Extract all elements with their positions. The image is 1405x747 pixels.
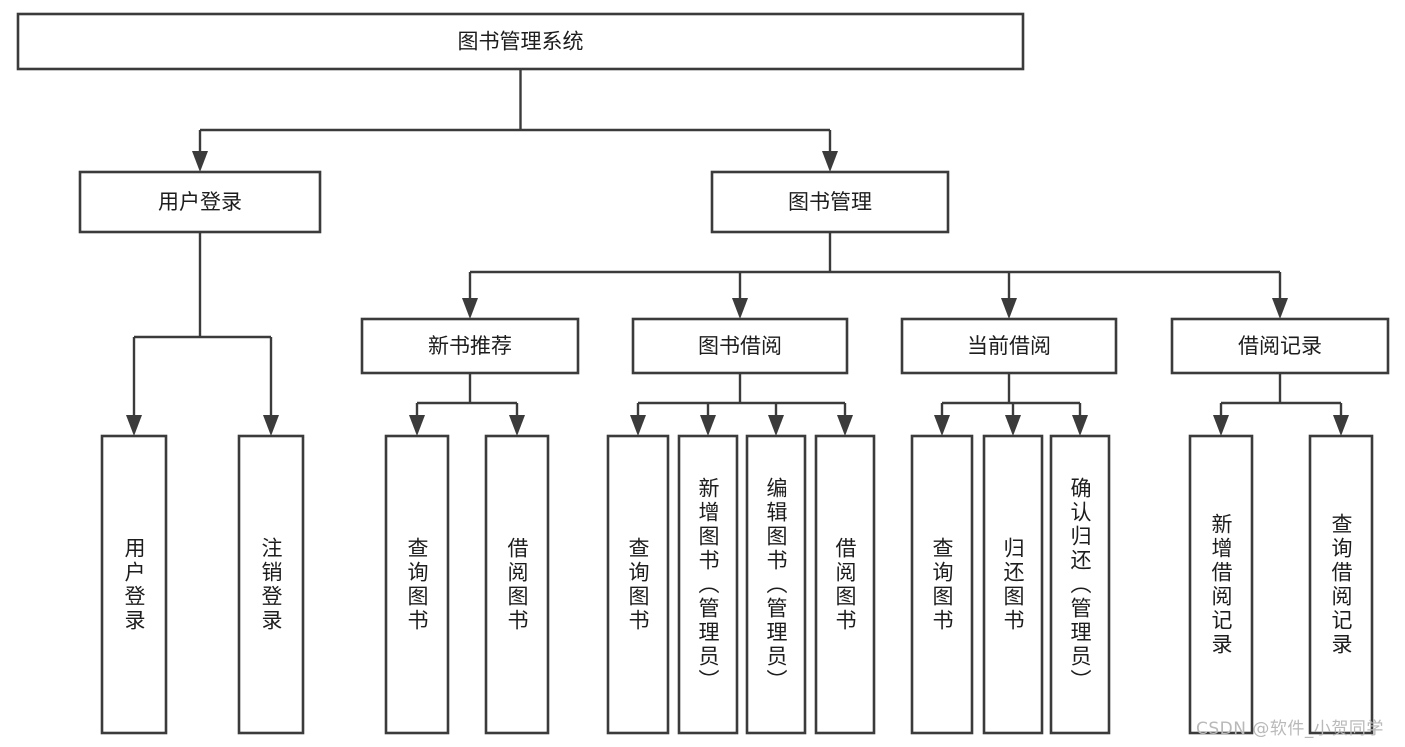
- node-level3-2-rect[interactable]: [900, 317, 1118, 375]
- conn-borrow-arrow-2: [768, 415, 784, 436]
- node-leaf-4-rect[interactable]: [606, 434, 670, 735]
- conn-current-arrow-0: [934, 415, 950, 436]
- conn-borrow-arrow-1: [700, 415, 716, 436]
- conn-borrow-arrow-0: [630, 415, 646, 436]
- node-leaf-9-rect[interactable]: [982, 434, 1044, 735]
- node-level3-2-label: 当前借阅: [967, 334, 1051, 358]
- node-level3-3[interactable]: 借阅记录: [1170, 317, 1390, 375]
- conn-bookmgmt-arrow-3: [1272, 298, 1288, 319]
- node-leaf-7[interactable]: [814, 434, 876, 735]
- conn-record-arrow-0: [1213, 415, 1229, 436]
- watermark: CSDN @软件_小贺同学: [1196, 719, 1384, 739]
- node-leaf-9[interactable]: [982, 434, 1044, 735]
- node-leaf-8[interactable]: [910, 434, 974, 735]
- node-leaf-0-rect[interactable]: [100, 434, 168, 735]
- node-root[interactable]: 图书管理系统: [16, 12, 1025, 71]
- node-level2-1[interactable]: 图书管理: [710, 170, 950, 234]
- conn-bookmgmt-arrow-2: [1001, 298, 1017, 319]
- node-level3-2[interactable]: 当前借阅: [900, 317, 1118, 375]
- node-leaf-3[interactable]: [484, 434, 550, 735]
- conn-root-arrow-0: [192, 151, 208, 172]
- node-leaf-1[interactable]: [237, 434, 305, 735]
- node-root-label: 图书管理系统: [458, 30, 584, 54]
- conn-newbook-arrow-0: [409, 415, 425, 436]
- node-level3-1[interactable]: 图书借阅: [631, 317, 849, 375]
- node-level2-0[interactable]: 用户登录: [78, 170, 322, 234]
- connector-layer: [126, 69, 1349, 436]
- conn-record-arrow-1: [1333, 415, 1349, 436]
- node-root-rect[interactable]: [16, 12, 1025, 71]
- node-leaf-6-rect[interactable]: [745, 434, 807, 735]
- node-level3-3-label: 借阅记录: [1238, 334, 1322, 358]
- conn-current-arrow-1: [1005, 415, 1021, 436]
- node-level3-3-rect[interactable]: [1170, 317, 1390, 375]
- node-level3-1-label: 图书借阅: [698, 334, 782, 358]
- conn-current-arrow-2: [1072, 415, 1088, 436]
- node-level3-0[interactable]: 新书推荐: [360, 317, 580, 375]
- node-leaf-1-rect[interactable]: [237, 434, 305, 735]
- conn-root-arrow-1: [822, 151, 838, 172]
- node-leaf-7-rect[interactable]: [814, 434, 876, 735]
- node-leaf-4[interactable]: [606, 434, 670, 735]
- node-level3-0-label: 新书推荐: [428, 334, 512, 358]
- conn-bookmgmt-arrow-1: [732, 298, 748, 319]
- node-level3-0-rect[interactable]: [360, 317, 580, 375]
- conn-newbook-arrow-1: [509, 415, 525, 436]
- node-leaf-11-rect[interactable]: [1188, 434, 1254, 735]
- conn-borrow-arrow-3: [837, 415, 853, 436]
- node-leaf-10[interactable]: [1049, 434, 1111, 735]
- node-leaf-12-rect[interactable]: [1308, 434, 1374, 735]
- node-leaf-2[interactable]: [384, 434, 450, 735]
- node-leaf-11[interactable]: [1188, 434, 1254, 735]
- node-level2-1-rect[interactable]: [710, 170, 950, 234]
- node-leaf-2-rect[interactable]: [384, 434, 450, 735]
- node-leaf-6[interactable]: [745, 434, 807, 735]
- node-leaf-0[interactable]: [100, 434, 168, 735]
- conn-login-arrow-1: [263, 415, 279, 436]
- node-leaf-10-rect[interactable]: [1049, 434, 1111, 735]
- node-leaf-5-rect[interactable]: [677, 434, 739, 735]
- conn-bookmgmt-arrow-0: [462, 298, 478, 319]
- node-leaf-3-rect[interactable]: [484, 434, 550, 735]
- node-level3-1-rect[interactable]: [631, 317, 849, 375]
- conn-login-arrow-0: [126, 415, 142, 436]
- node-level2-1-label: 图书管理: [788, 190, 872, 214]
- node-level2-0-label: 用户登录: [158, 190, 242, 214]
- node-leaf-5[interactable]: [677, 434, 739, 735]
- node-leaf-12[interactable]: [1308, 434, 1374, 735]
- node-leaf-8-rect[interactable]: [910, 434, 974, 735]
- node-level2-0-rect[interactable]: [78, 170, 322, 234]
